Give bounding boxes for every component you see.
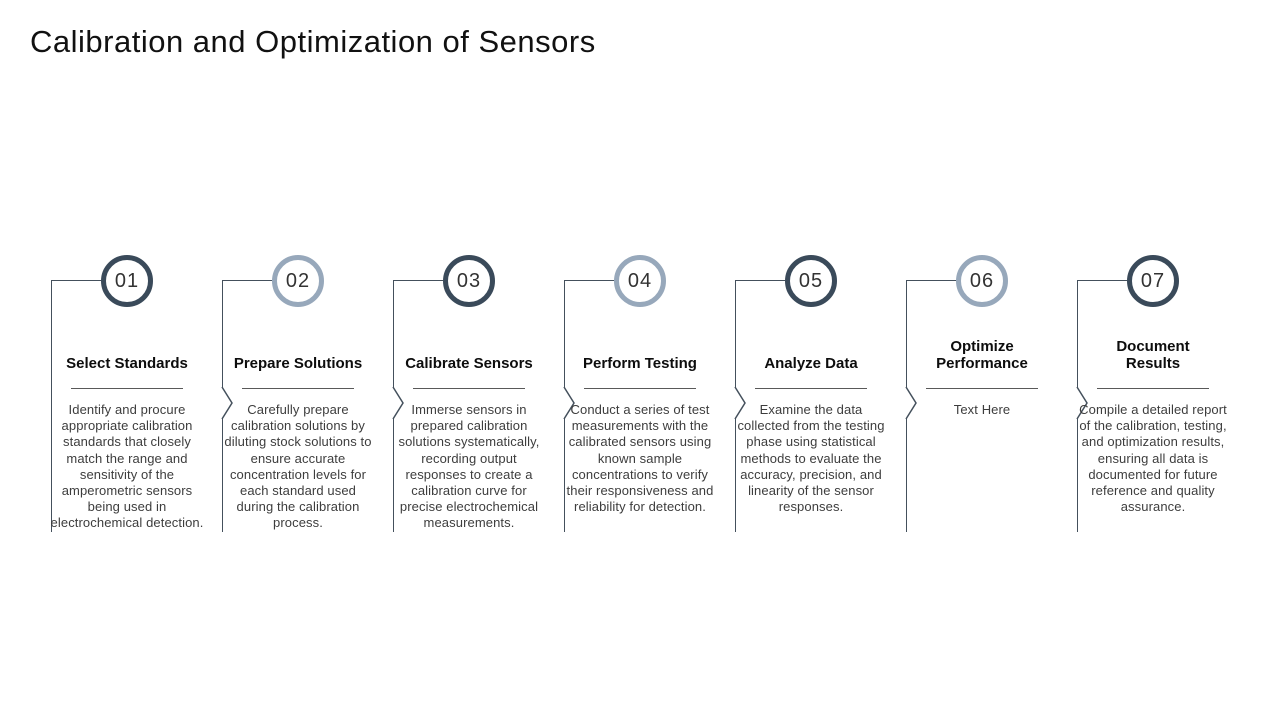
divider-line	[242, 388, 354, 389]
step-description: Carefully prepare calibration solutions …	[224, 402, 372, 531]
step-number-badge: 01	[101, 255, 153, 307]
step-title: Perform Testing	[583, 355, 697, 372]
step-number-badge: 02	[272, 255, 324, 307]
connector-horizontal-line	[51, 280, 101, 281]
step-title: Document Results	[1116, 338, 1190, 372]
step-description: Examine the data collected from the test…	[737, 402, 885, 515]
step-column-2: 02 Prepare Solutions Carefully prepare c…	[221, 255, 374, 585]
chevron-right-icon	[563, 386, 575, 420]
step-number: 04	[627, 269, 653, 292]
step-column-4: 04 Perform Testing Conduct a series of t…	[563, 255, 716, 585]
step-description: Identify and procure appropriate calibra…	[50, 402, 204, 531]
step-description: Conduct a series of test measurements wi…	[566, 402, 714, 515]
step-number-badge: 05	[785, 255, 837, 307]
step-title: Prepare Solutions	[233, 355, 363, 372]
connector-horizontal-line	[222, 280, 272, 281]
step-column-5: 05 Analyze Data Examine the data collect…	[734, 255, 887, 585]
step-title: Optimize Performance	[936, 338, 1028, 372]
step-number: 07	[1140, 269, 1166, 292]
divider-line	[755, 388, 867, 389]
divider-line	[926, 388, 1038, 389]
step-description: Immerse sensors in prepared calibration …	[398, 402, 540, 531]
chevron-right-icon	[221, 386, 233, 420]
divider-line	[413, 388, 525, 389]
connector-horizontal-line	[735, 280, 785, 281]
step-column-3: 03 Calibrate Sensors Immerse sensors in …	[392, 255, 545, 585]
step-column-7: 07 Document Results Compile a detailed r…	[1076, 255, 1229, 585]
step-number-badge: 06	[956, 255, 1008, 307]
connector-horizontal-line	[393, 280, 443, 281]
divider-line	[71, 388, 183, 389]
step-number: 01	[114, 269, 140, 292]
step-number-badge: 04	[614, 255, 666, 307]
connector-vertical-line	[51, 281, 52, 532]
step-column-1: 01 Select Standards Identify and procure…	[51, 255, 203, 585]
chevron-right-icon	[1076, 386, 1088, 420]
step-number-badge: 07	[1127, 255, 1179, 307]
connector-horizontal-line	[564, 280, 614, 281]
connector-horizontal-line	[906, 280, 956, 281]
divider-line	[584, 388, 696, 389]
step-description: Compile a detailed report of the calibra…	[1079, 402, 1227, 515]
step-title: Select Standards	[66, 355, 188, 372]
chevron-right-icon	[905, 386, 917, 420]
page-title: Calibration and Optimization of Sensors	[30, 24, 596, 59]
step-number: 06	[969, 269, 995, 292]
step-title: Analyze Data	[764, 355, 858, 372]
step-number-badge: 03	[443, 255, 495, 307]
chevron-right-icon	[734, 386, 746, 420]
step-number: 02	[285, 269, 311, 292]
chevron-right-icon	[392, 386, 404, 420]
step-title: Calibrate Sensors	[405, 355, 533, 372]
step-column-6: 06 Optimize Performance Text Here	[905, 255, 1058, 585]
divider-line	[1097, 388, 1209, 389]
step-number: 03	[456, 269, 482, 292]
connector-horizontal-line	[1077, 280, 1127, 281]
step-description: Text Here	[953, 402, 1011, 417]
step-number: 05	[798, 269, 824, 292]
